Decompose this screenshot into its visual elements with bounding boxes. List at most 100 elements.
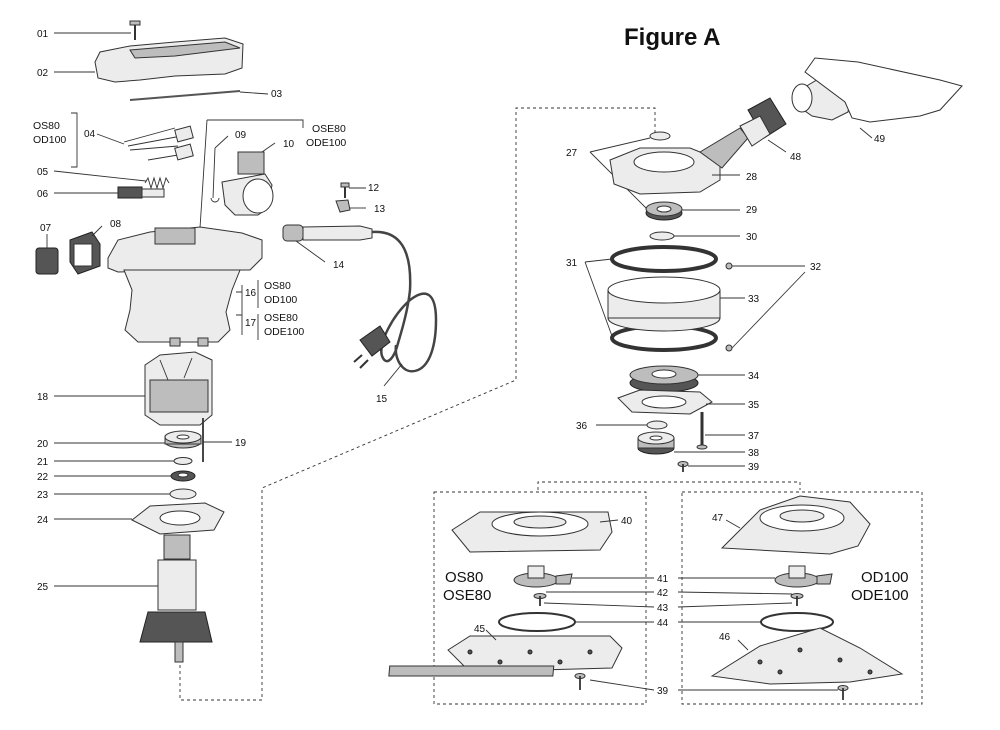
label-34: 34 [748, 371, 760, 382]
label-17: 17 [245, 318, 257, 329]
box-od100-ode100 [681, 491, 923, 705]
part-sanding-pad-46 [710, 627, 904, 685]
part-eccentric-41-left [513, 565, 573, 588]
model-ose80-b: OSE80 [312, 123, 346, 135]
part-washer-21 [173, 457, 193, 465]
label-41: 41 [657, 574, 669, 585]
part-screw-12 [340, 182, 350, 198]
label-36: 36 [576, 421, 588, 432]
label-39-lower: 39 [657, 686, 669, 697]
model-ode100-f: ODE100 [851, 587, 909, 604]
part-clamp-13 [335, 199, 351, 213]
label-09: 09 [235, 130, 247, 141]
label-28: 28 [746, 172, 758, 183]
label-29: 29 [746, 205, 758, 216]
label-05: 05 [37, 167, 49, 178]
part-fan-34 [629, 365, 699, 393]
model-os80-c: OS80 [264, 280, 291, 292]
label-42: 42 [657, 588, 669, 599]
label-12: 12 [368, 183, 380, 194]
label-23: 23 [37, 490, 49, 501]
part-screw-39-lower [574, 673, 849, 700]
part-adapter-48 [739, 97, 787, 147]
part-bearing-20 [164, 430, 202, 449]
part-sanding-pad-45 [388, 635, 623, 677]
label-48: 48 [790, 152, 802, 163]
part-armature-25 [139, 534, 213, 663]
label-21: 21 [37, 457, 49, 468]
label-18: 18 [37, 392, 49, 403]
label-31: 31 [566, 258, 578, 269]
label-24: 24 [37, 515, 49, 526]
part-delta-base-47 [720, 495, 871, 555]
model-ose80-e: OSE80 [443, 587, 491, 604]
label-22: 22 [37, 472, 49, 483]
figure-title: Figure A [624, 24, 720, 51]
label-02: 02 [37, 68, 49, 79]
box-os80-ose80 [433, 491, 647, 705]
part-gasket-35 [617, 389, 713, 415]
label-30: 30 [746, 232, 758, 243]
part-screw-39-upper [677, 461, 689, 472]
model-ode100-d: ODE100 [264, 326, 304, 338]
part-washer-36 [646, 420, 668, 430]
model-os80-a: OS80 [33, 120, 60, 132]
model-od100-f: OD100 [861, 569, 909, 586]
label-16: 16 [245, 288, 257, 299]
label-45: 45 [474, 624, 486, 635]
part-bearing-38 [637, 431, 675, 455]
label-19: 19 [235, 438, 247, 449]
part-nut-22 [170, 470, 196, 482]
part-stator-18 [144, 351, 213, 426]
part-cord-sleeve-14 [282, 224, 373, 242]
label-20: 20 [37, 439, 49, 450]
label-49: 49 [874, 134, 886, 145]
part-screw-42 [533, 593, 804, 606]
label-43: 43 [657, 603, 669, 614]
label-14: 14 [333, 260, 345, 271]
part-power-cord-15 [371, 230, 438, 373]
label-37: 37 [748, 431, 760, 442]
part-skirt-33 [607, 276, 721, 332]
model-os80-e: OS80 [445, 569, 483, 586]
part-module-10 [221, 151, 274, 216]
label-32: 32 [810, 262, 822, 273]
label-01: 01 [37, 29, 49, 40]
part-brush-holder-06 [141, 188, 165, 198]
label-13: 13 [374, 204, 386, 215]
part-brush-06 [117, 186, 143, 199]
model-od100-c: OD100 [264, 294, 297, 306]
model-ose80-d: OSE80 [264, 312, 298, 324]
part-bearing-29 [645, 201, 683, 221]
cover-ridge [129, 41, 241, 59]
part-capacitor-04 [123, 125, 194, 161]
part-screws-32 [725, 262, 733, 352]
label-44: 44 [657, 618, 669, 629]
label-39-upper: 39 [748, 462, 760, 473]
label-33: 33 [748, 294, 760, 305]
label-08: 08 [110, 219, 122, 230]
part-rod-03 [129, 90, 241, 101]
part-clip-09 [210, 147, 220, 203]
label-04: 04 [84, 129, 96, 140]
label-03: 03 [271, 89, 283, 100]
label-40: 40 [621, 516, 633, 527]
part-screw-01 [129, 20, 141, 40]
label-27: 27 [566, 148, 578, 159]
label-06: 06 [37, 189, 49, 200]
part-washer-23 [169, 488, 197, 500]
model-ode100-b: ODE100 [306, 137, 346, 149]
label-15: 15 [376, 394, 388, 405]
part-dust-housing-28 [609, 127, 749, 195]
label-46: 46 [719, 632, 731, 643]
part-pad-base-40 [451, 511, 613, 553]
label-25: 25 [37, 582, 49, 593]
label-35: 35 [748, 400, 760, 411]
part-switch-cap-07 [35, 247, 59, 275]
part-spring-05 [144, 176, 170, 190]
label-10: 10 [283, 139, 295, 150]
part-dust-bag-49 [791, 57, 963, 123]
part-washer-27 [649, 131, 671, 141]
